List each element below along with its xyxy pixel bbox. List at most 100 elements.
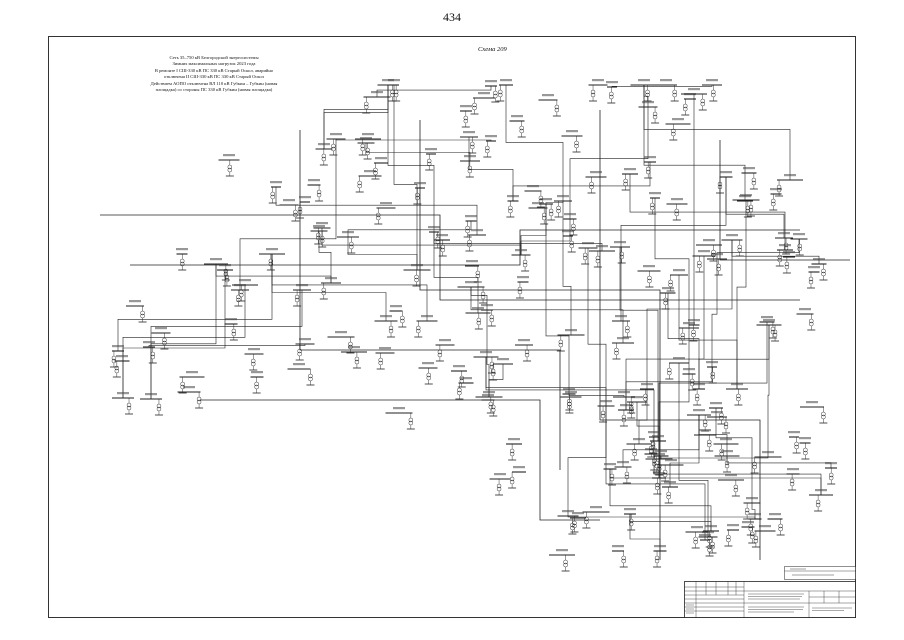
transformer-winding — [180, 258, 185, 264]
transmission-line — [658, 457, 769, 459]
node-label-mark — [234, 284, 246, 287]
node-label-mark — [590, 171, 602, 174]
transformer-winding — [736, 393, 741, 399]
node-label-mark — [466, 260, 478, 263]
transformer-winding — [771, 198, 776, 204]
transformer-winding — [748, 204, 754, 210]
node-label-mark — [688, 319, 700, 322]
node-label-mark — [815, 489, 827, 492]
transformer-winding — [655, 482, 660, 488]
transformer-winding — [628, 518, 634, 524]
node-label-mark — [481, 304, 493, 307]
transformer-winding — [571, 223, 576, 229]
transformer-winding — [239, 292, 244, 298]
node-label-mark — [612, 545, 624, 548]
transmission-line — [736, 200, 747, 389]
node-label-mark — [761, 316, 773, 319]
node-label-mark — [540, 198, 552, 201]
node-label-mark — [711, 253, 723, 256]
transformer-winding — [485, 148, 490, 154]
transmission-line — [646, 240, 733, 389]
node-label-mark — [248, 348, 260, 351]
node-label-mark — [176, 248, 188, 251]
transformer-winding — [649, 445, 654, 451]
node-label-mark — [183, 386, 195, 389]
caption-line: В ремонте I СШ-330 кВ ПС 330 кВ Старый О… — [154, 67, 274, 73]
node-label-mark — [787, 468, 799, 471]
transformer-winding — [349, 241, 354, 247]
transformer-winding — [538, 195, 544, 201]
node-label-mark — [299, 196, 311, 199]
transformer-winding — [733, 484, 739, 490]
node-label-mark — [720, 438, 732, 441]
transformer-winding — [723, 424, 729, 430]
node-label-mark — [665, 459, 677, 462]
transformer-winding — [621, 414, 627, 420]
transmission-line — [150, 264, 217, 399]
transformer-winding — [702, 422, 708, 428]
node-label-mark — [422, 362, 434, 365]
transformer-winding — [656, 463, 662, 469]
transformer-winding — [231, 331, 237, 337]
node-label-mark — [527, 185, 539, 188]
transformer-winding — [541, 215, 547, 221]
transformer-winding — [724, 463, 730, 469]
node-label-mark — [485, 80, 497, 83]
transformer-winding — [426, 158, 432, 164]
transmission-line — [376, 86, 492, 97]
node-label-mark — [631, 396, 643, 399]
transformer-winding — [771, 201, 776, 207]
node-label-mark — [660, 79, 672, 82]
node-label-mark — [145, 393, 157, 396]
transformer-winding — [294, 294, 300, 300]
transmission-line — [545, 204, 570, 394]
bus-trunk — [299, 130, 561, 470]
node-label-mark — [762, 451, 774, 454]
transformer-winding — [488, 404, 494, 410]
transformer-winding — [354, 359, 360, 365]
transformer-winding — [457, 387, 462, 393]
node-label-mark — [542, 94, 554, 97]
node-label-mark — [649, 192, 661, 195]
node-label-mark — [270, 181, 282, 184]
transformer-winding — [582, 255, 588, 261]
transmission-line — [625, 367, 713, 410]
node-label-mark — [721, 450, 733, 453]
transformer-winding — [650, 202, 655, 208]
transformer-winding — [609, 91, 614, 97]
node-label-mark — [557, 195, 569, 198]
node-label-mark — [518, 339, 530, 342]
transformer-winding — [554, 104, 560, 110]
node-label-mark — [742, 521, 754, 524]
bus-trunk — [200, 399, 600, 521]
transformer-winding — [489, 317, 494, 323]
node-label-mark — [617, 461, 629, 464]
node-label-mark — [592, 79, 604, 82]
transmission-line — [678, 275, 738, 389]
node-label-mark — [749, 513, 761, 516]
transformer-winding — [784, 261, 790, 267]
transformer-winding — [643, 393, 648, 399]
node-label-mark — [606, 81, 618, 84]
node-label-mark — [283, 199, 295, 202]
transformer-winding — [789, 478, 795, 484]
transformer-winding — [476, 317, 482, 323]
transformer-winding — [803, 450, 808, 456]
transformer-winding — [437, 352, 443, 358]
transformer-winding — [364, 104, 369, 110]
transformer-winding — [440, 247, 446, 253]
node-label-mark — [494, 473, 506, 476]
transformer-winding — [388, 328, 394, 334]
transmission-line — [148, 344, 306, 347]
node-label-mark — [436, 234, 448, 237]
node-label-mark — [186, 371, 198, 374]
node-label-mark — [380, 202, 392, 205]
transformer-winding — [548, 208, 554, 214]
node-label-mark — [746, 497, 758, 500]
transmission-line — [150, 290, 303, 399]
transformer-winding — [710, 541, 715, 547]
transformer-winding — [609, 476, 615, 482]
transformer-winding — [569, 240, 574, 246]
node-label-mark — [683, 322, 695, 325]
